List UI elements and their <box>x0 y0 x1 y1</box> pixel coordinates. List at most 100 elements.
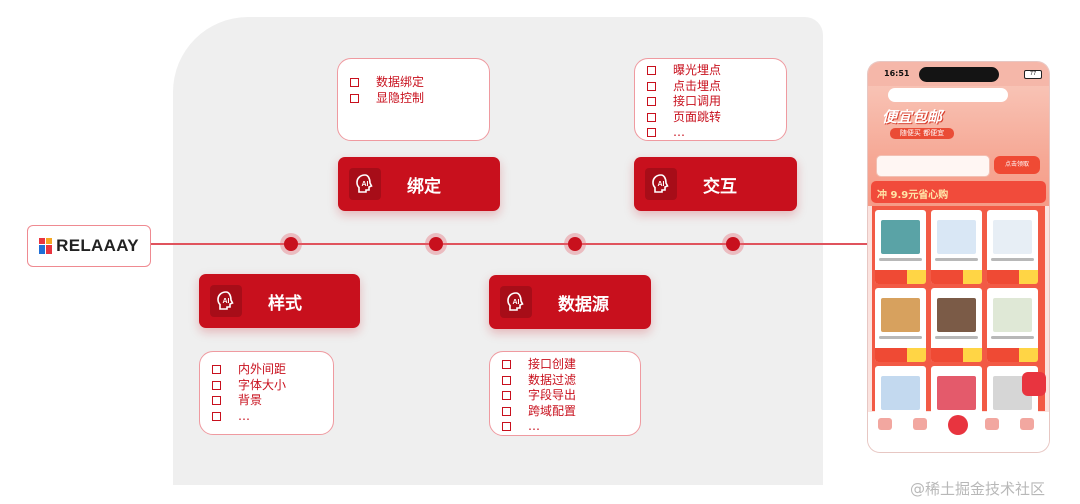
checkbox-icon <box>212 380 221 390</box>
ai-head-icon: AI <box>210 285 242 317</box>
list-item-text: 接口创建 <box>528 357 577 371</box>
checkbox-icon <box>502 422 511 432</box>
watermark: @稀土掘金技术社区 <box>910 480 1046 498</box>
tab-mine-icon[interactable] <box>1020 418 1034 430</box>
binding-details-card: 数据绑定显隐控制 <box>337 58 490 141</box>
grab-button[interactable] <box>963 270 982 284</box>
promo-strip-title: 冲 9.9元省心购 <box>877 190 949 201</box>
timeline-node-4 <box>726 237 740 251</box>
ai-head-icon: AI <box>500 286 532 318</box>
checkbox-icon <box>212 411 221 421</box>
datasource-list-item: … <box>502 419 640 435</box>
datasource-feature-box[interactable]: AI 数据源 <box>489 275 651 329</box>
grab-button[interactable] <box>1019 270 1038 284</box>
interaction-list-item: 点击埋点 <box>647 79 786 95</box>
style-feature-box[interactable]: AI 样式 <box>199 274 360 328</box>
product-card[interactable] <box>987 210 1038 284</box>
interaction-list-item: 页面跳转 <box>647 110 786 126</box>
product-card[interactable] <box>987 288 1038 362</box>
interaction-list-item: 曝光埋点 <box>647 63 786 79</box>
datasource-label: 数据源 <box>558 294 609 315</box>
checkbox-icon <box>647 81 656 91</box>
binding-feature-box[interactable]: AI 绑定 <box>338 157 500 211</box>
binding-label: 绑定 <box>407 176 441 197</box>
list-item-text: 数据绑定 <box>376 75 425 89</box>
tab-coupon-icon[interactable] <box>985 418 999 430</box>
list-item-text: 内外间距 <box>238 362 287 376</box>
mobile-preview: 16:51 77 便宜包邮 随便买 都便宜 点击领取 冲 9.9元省心购 <box>868 62 1049 452</box>
list-item-text: 接口调用 <box>673 94 722 108</box>
dynamic-island <box>919 67 999 82</box>
checkbox-icon <box>350 93 359 103</box>
product-title <box>991 336 1034 339</box>
style-list-item: 字体大小 <box>212 378 333 394</box>
style-label: 样式 <box>268 293 302 314</box>
interaction-details-card: 曝光埋点点击埋点接口调用页面跳转… <box>634 58 787 141</box>
ai-head-icon: AI <box>645 168 677 200</box>
binding-list-item: 显隐控制 <box>350 91 489 107</box>
product-title <box>879 336 922 339</box>
product-grid <box>872 206 1045 440</box>
checkbox-icon <box>502 406 511 416</box>
timeline-node-2 <box>429 237 443 251</box>
style-details-card: 内外间距字体大小背景… <box>199 351 334 435</box>
promo-slogan: 便宜包邮 <box>882 108 943 126</box>
product-image <box>993 298 1032 332</box>
product-image <box>937 298 976 332</box>
list-item-text: … <box>528 419 540 433</box>
product-image <box>881 298 920 332</box>
logo-text: RELAAAY <box>56 236 139 255</box>
list-item-text: 字段导出 <box>528 388 577 402</box>
product-image <box>881 376 920 410</box>
svg-text:AI: AI <box>362 181 369 188</box>
datasource-list-item: 数据过滤 <box>502 373 640 389</box>
svg-text:AI: AI <box>513 299 520 306</box>
status-time: 16:51 <box>884 69 910 78</box>
timeline-node-1 <box>284 237 298 251</box>
timeline-node-3 <box>568 237 582 251</box>
list-item-text: 背景 <box>238 393 263 407</box>
checkbox-icon <box>647 112 656 122</box>
product-card[interactable] <box>875 288 926 362</box>
ai-head-icon: AI <box>349 168 381 200</box>
product-image <box>881 220 920 254</box>
product-image <box>937 220 976 254</box>
list-item-text: 曝光埋点 <box>673 63 722 77</box>
product-card[interactable] <box>931 288 982 362</box>
product-title <box>879 258 922 261</box>
svg-text:AI: AI <box>658 181 665 188</box>
grab-button[interactable] <box>907 348 926 362</box>
coupon-progress-bar <box>876 155 990 177</box>
checkbox-icon <box>502 391 511 401</box>
tab-bar <box>868 412 1049 452</box>
claim-button[interactable]: 点击领取 <box>994 156 1040 174</box>
binding-list-item: 数据绑定 <box>350 75 489 91</box>
list-item-text: 字体大小 <box>238 377 287 392</box>
list-item-text: 页面跳转 <box>673 109 722 124</box>
promo-strip <box>871 181 1046 203</box>
checkbox-icon <box>212 365 221 375</box>
product-title <box>935 336 978 339</box>
checkbox-icon <box>647 128 656 138</box>
datasource-list-item: 跨域配置 <box>502 404 640 420</box>
list-item-text: 显隐控制 <box>376 90 425 105</box>
product-card[interactable] <box>875 210 926 284</box>
grab-button[interactable] <box>963 348 982 362</box>
grab-button[interactable] <box>1019 348 1038 362</box>
product-card[interactable] <box>931 210 982 284</box>
datasource-list-item: 字段导出 <box>502 388 640 404</box>
checkbox-icon <box>350 78 359 88</box>
datasource-details-card: 接口创建数据过滤字段导出跨域配置… <box>489 351 641 436</box>
grab-button[interactable] <box>907 270 926 284</box>
search-input[interactable] <box>888 88 1008 102</box>
interaction-list-item: … <box>647 125 786 141</box>
tab-home-icon[interactable] <box>878 418 892 430</box>
product-title <box>991 258 1034 261</box>
relaaay-logo-icon <box>39 238 53 254</box>
tab-save-icon[interactable] <box>913 418 927 430</box>
checkbox-icon <box>502 360 511 370</box>
float-badge[interactable] <box>1022 372 1046 396</box>
tab-member-icon[interactable] <box>948 415 968 435</box>
interaction-feature-box[interactable]: AI 交互 <box>634 157 797 211</box>
datasource-list-item: 接口创建 <box>502 357 640 373</box>
